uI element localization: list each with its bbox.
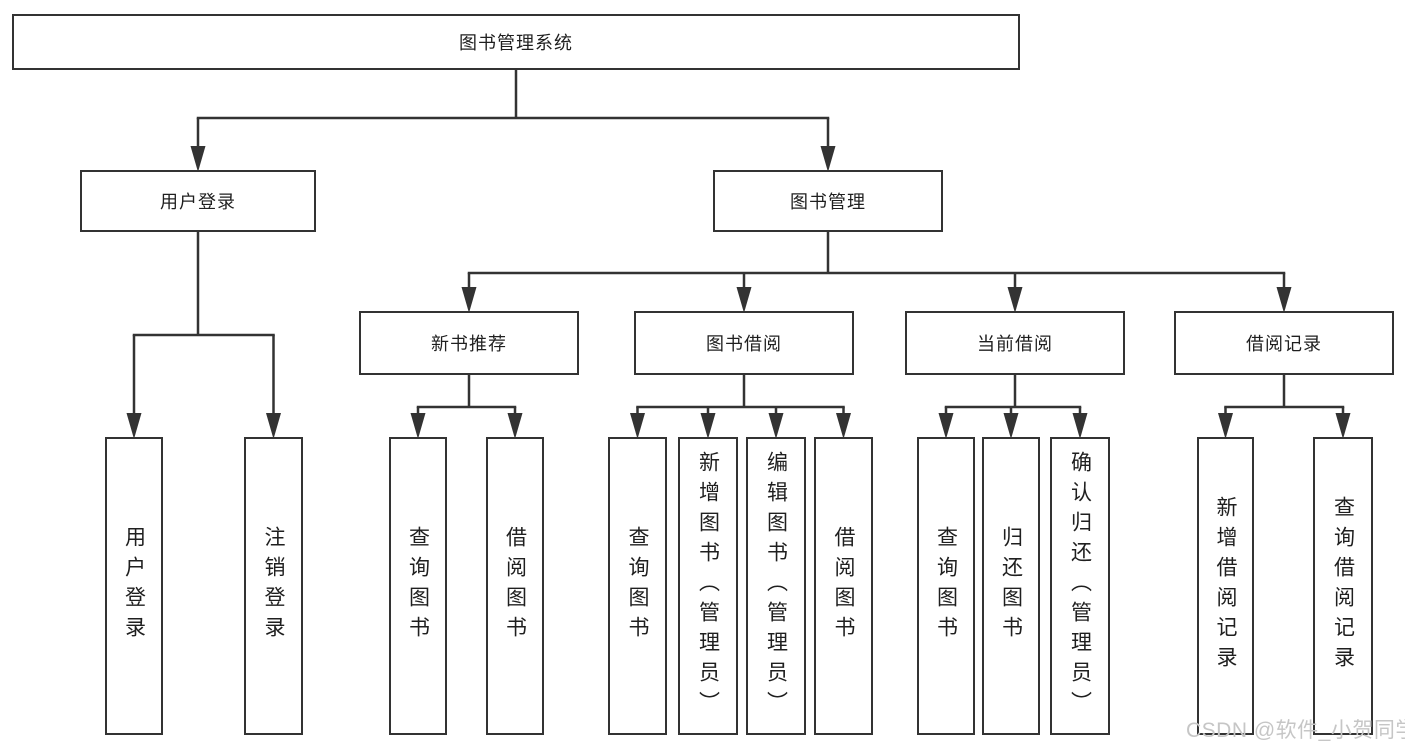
arrowhead-leaf-logout	[266, 413, 281, 439]
arrowhead-book-borrow	[736, 287, 752, 313]
node-label: 图书管理系统	[459, 33, 573, 53]
arrowhead-current-borrow	[1007, 287, 1023, 313]
node-leaf-cb-return-books: 归还图书	[982, 437, 1040, 735]
arrowhead-user-login	[190, 146, 206, 172]
node-label: 查询图书	[406, 526, 430, 646]
node-label: 注销登录	[262, 526, 286, 646]
node-label: 查询图书	[626, 526, 650, 646]
edges-from-borrow-records	[1218, 375, 1351, 439]
node-borrow-records: 借阅记录	[1174, 311, 1394, 375]
edges-from-new-book-rec	[410, 375, 523, 439]
arrowhead-book-mgmt	[820, 146, 836, 172]
arrowhead-leaf-bb-add-books	[700, 413, 716, 439]
arrowhead-leaf-cb-confirm-return	[1072, 413, 1088, 439]
node-leaf-bb-query-books: 查询图书	[608, 437, 667, 735]
node-current-borrow: 当前借阅	[905, 311, 1125, 375]
arrowhead-leaf-cb-return-books	[1003, 413, 1019, 439]
edges-from-current-borrow	[938, 375, 1088, 439]
node-label: 借阅图书	[503, 526, 527, 646]
node-leaf-bb-edit-books: 编辑图书（管理员）	[746, 437, 806, 735]
arrowhead-leaf-user-login	[126, 413, 142, 439]
node-leaf-cb-query-books: 查询图书	[917, 437, 975, 735]
node-label: 查询借阅记录	[1331, 496, 1355, 676]
node-label: 确认归还（管理员）	[1068, 451, 1092, 721]
arrowhead-leaf-cb-query-books	[938, 413, 954, 439]
node-label: 编辑图书（管理员）	[764, 451, 788, 721]
arrowhead-leaf-bb-query-books	[630, 413, 645, 439]
node-label: 借阅图书	[832, 526, 856, 646]
node-leaf-nbr-query-books: 查询图书	[389, 437, 447, 735]
arrowhead-leaf-nbr-query-books	[410, 413, 426, 439]
node-label: 图书管理	[790, 192, 866, 212]
node-label: 查询图书	[934, 526, 958, 646]
arrowhead-leaf-br-query-record	[1335, 413, 1351, 439]
node-leaf-nbr-borrow-books: 借阅图书	[486, 437, 544, 735]
arrowhead-borrow-records	[1276, 287, 1292, 313]
node-label: 当前借阅	[977, 334, 1053, 354]
node-leaf-bb-add-books: 新增图书（管理员）	[678, 437, 738, 735]
edges-from-book-mgmt	[461, 232, 1292, 313]
node-leaf-logout: 注销登录	[244, 437, 303, 735]
arrowhead-leaf-br-add-record	[1218, 413, 1233, 439]
node-book-mgmt: 图书管理	[713, 170, 943, 232]
node-label: 用户登录	[160, 192, 236, 212]
node-label: 借阅记录	[1246, 334, 1322, 354]
node-leaf-bb-borrow-books: 借阅图书	[814, 437, 873, 735]
node-label: 新增图书（管理员）	[696, 451, 720, 721]
node-leaf-br-query-record: 查询借阅记录	[1313, 437, 1373, 735]
node-label: 用户登录	[122, 526, 146, 646]
node-user-login: 用户登录	[80, 170, 316, 232]
edges-from-root	[190, 70, 836, 172]
node-label: 归还图书	[999, 526, 1023, 646]
edges-from-book-borrow	[630, 375, 851, 439]
node-leaf-br-add-record: 新增借阅记录	[1197, 437, 1254, 735]
node-new-book-rec: 新书推荐	[359, 311, 579, 375]
node-label: 图书借阅	[706, 334, 782, 354]
csdn-watermark: CSDN @软件_小贺同学	[1186, 719, 1405, 742]
node-label: 新增借阅记录	[1214, 496, 1238, 676]
node-book-borrow: 图书借阅	[634, 311, 854, 375]
edges-from-user-login	[126, 232, 281, 439]
arrowhead-new-book-rec	[461, 287, 477, 313]
arrowhead-leaf-bb-borrow-books	[836, 413, 851, 439]
arrowhead-leaf-nbr-borrow-books	[507, 413, 523, 439]
node-leaf-user-login: 用户登录	[105, 437, 163, 735]
node-label: 新书推荐	[431, 334, 507, 354]
arrowhead-leaf-bb-edit-books	[768, 413, 784, 439]
node-root: 图书管理系统	[12, 14, 1020, 70]
node-leaf-cb-confirm-return: 确认归还（管理员）	[1050, 437, 1110, 735]
